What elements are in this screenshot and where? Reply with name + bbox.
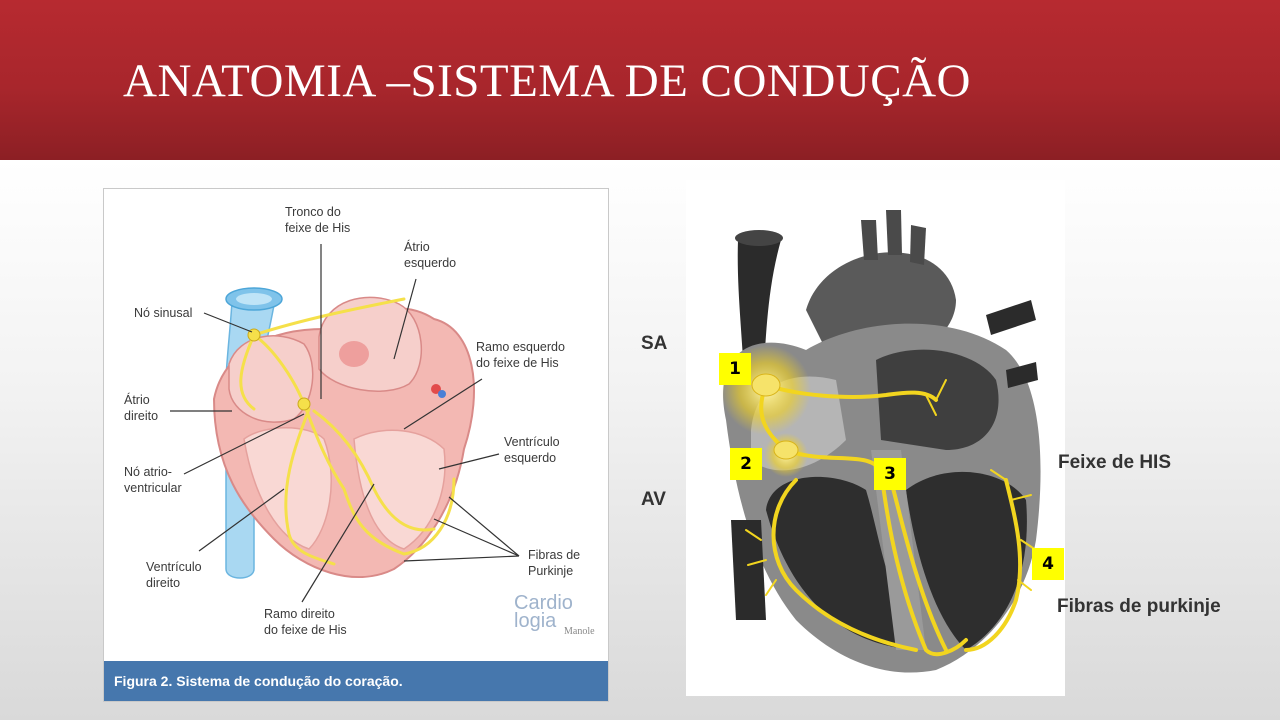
label-fibras-purkinje: Fibras de Purkinje bbox=[528, 548, 581, 578]
badge-1-sa-node: 1 bbox=[719, 353, 751, 385]
figure-caption: Figura 2. Sistema de condução do coração… bbox=[104, 661, 608, 701]
heart-conduction-diagram: 1 2 3 4 bbox=[686, 180, 1065, 696]
label-ramo-esquerdo: Ramo esquerdo do feixe de His bbox=[476, 340, 565, 370]
badge-3-his-bundle: 3 bbox=[874, 458, 906, 490]
label-ventriculo-direito: Ventrículo direito bbox=[146, 560, 202, 590]
label-no-sinusal: Nó sinusal bbox=[134, 306, 193, 320]
manole-logo: Manole bbox=[564, 626, 595, 637]
label-sa: SA bbox=[641, 333, 668, 354]
badge-4-purkinje: 4 bbox=[1032, 548, 1064, 580]
conduction-system-figure: Tronco do feixe de His Átrio esquerdo Nó… bbox=[103, 188, 609, 702]
slide-header-bar bbox=[0, 0, 1280, 160]
slide-title: ANATOMIA –SISTEMA DE CONDUÇÃO bbox=[123, 55, 971, 107]
label-av: AV bbox=[641, 489, 666, 510]
label-feixe-de-his: Feixe de HIS bbox=[1058, 452, 1171, 473]
heart-illustration bbox=[170, 244, 520, 603]
label-atrio-esquerdo: Átrio esquerdo bbox=[404, 240, 457, 270]
badge-2-av-node: 2 bbox=[730, 448, 762, 480]
label-atrio-direito: Átrio direito bbox=[124, 393, 159, 423]
label-ramo-direito: Ramo direito do feixe de His bbox=[264, 607, 347, 637]
label-tronco-feixe-his: Tronco do feixe de His bbox=[285, 205, 351, 235]
label-ventriculo-esquerdo: Ventrículo esquerdo bbox=[504, 435, 560, 465]
label-fibras-de-purkinje: Fibras de purkinje bbox=[1057, 596, 1221, 617]
label-no-atrioventricular: Nó atrio- ventricular bbox=[124, 465, 182, 495]
cardiologia-logo: Cardio logia bbox=[514, 592, 573, 632]
gray-heart-illustration bbox=[721, 210, 1041, 673]
